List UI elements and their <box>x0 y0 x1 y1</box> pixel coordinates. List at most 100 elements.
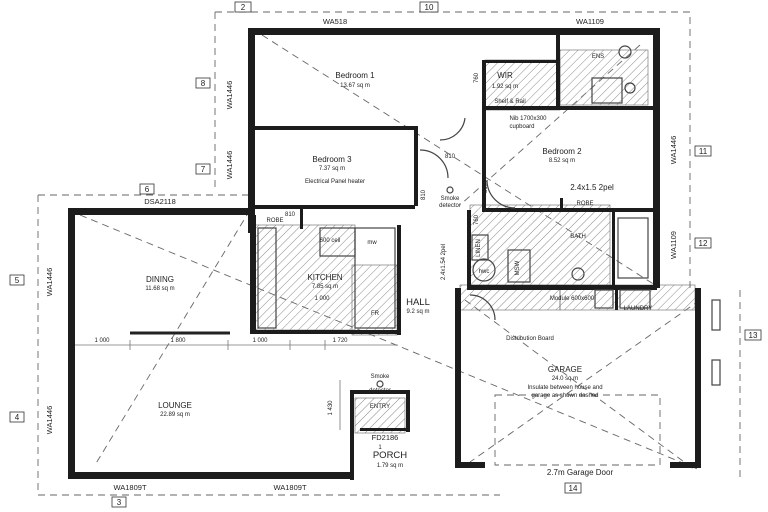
grid-tag-12: 12 <box>694 237 712 249</box>
bedroom2-name: Bedroom 2 <box>542 147 582 156</box>
grid-tag-4: 4 <box>9 411 25 423</box>
bedroom3-area: 7.37 sq m <box>319 166 345 172</box>
kitchen-area: 7.85 sq m <box>312 284 338 290</box>
robe-label-1: ROBE <box>266 218 283 224</box>
svg-text:13: 13 <box>749 331 758 340</box>
linen-label: LINEN <box>476 239 482 257</box>
dining-area: 11.68 sq m <box>145 286 174 292</box>
svg-text:2: 2 <box>241 3 246 12</box>
door-810-d: 810 <box>445 154 456 160</box>
grid-tag-10: 10 <box>419 1 439 13</box>
room-labels: Bedroom 1 13.67 sq m Bedroom 3 7.37 sq m… <box>145 54 652 469</box>
walls <box>68 28 701 480</box>
svg-text:4: 4 <box>15 413 20 422</box>
ceiling-label: 600 ceil <box>320 238 341 244</box>
robe-label-2: ROBE <box>576 201 593 207</box>
hall-name: HALL <box>406 297 430 308</box>
window-wa1446-b: WA1446 <box>225 151 234 180</box>
window-wa1446-c: WA1446 <box>45 268 54 297</box>
nib-label: Nib 1700x300 <box>509 116 547 122</box>
window-pel: 2.4x1.5 2pel <box>570 183 614 192</box>
garage-area: 24.0 sq m <box>552 376 578 382</box>
bath-name: BATH <box>570 234 586 240</box>
smoke-detector-1-line1: Smoke <box>441 196 460 202</box>
grid-tag-13: 13 <box>744 329 762 341</box>
dining-name: DINING <box>146 275 174 284</box>
window-pel-vertical: 2.4x1.54 2pel <box>441 244 447 280</box>
door-810-c: 810 <box>483 182 489 193</box>
bedroom3-note: Electrical Panel heater <box>305 179 365 185</box>
porch-name: PORCH <box>373 450 407 461</box>
step-number: 1 <box>378 445 382 451</box>
bedroom1-area: 13.67 sq m <box>340 83 370 89</box>
grid-tag-7: 7 <box>195 163 211 175</box>
garage-note-1: Insulate between house and <box>527 385 602 391</box>
window-wa1809t-b: WA1809T <box>273 483 306 492</box>
svg-text:6: 6 <box>145 185 150 194</box>
dim-1000-kitchen: 1 000 <box>314 296 330 302</box>
door-810-b: 810 <box>421 189 427 200</box>
laundry-name: LAUNDRY <box>624 306 653 312</box>
window-wa1809t-a: WA1809T <box>113 483 146 492</box>
dim-1430: 1 430 <box>328 400 334 416</box>
garage-note-2: garage as shown dashed <box>531 393 598 399</box>
kitchen-name: KITCHEN <box>307 273 342 282</box>
door-760-a: 760 <box>474 72 480 83</box>
svg-text:8: 8 <box>201 79 206 88</box>
porch-area: 1.79 sq m <box>377 463 403 469</box>
wir-name: WIR <box>497 71 513 80</box>
svg-text:12: 12 <box>699 239 708 248</box>
dim-1000-a: 1 000 <box>94 338 110 344</box>
cupboard-label: cupboard <box>509 124 534 130</box>
door-760-b: 760 <box>474 214 480 225</box>
hwc-label: hwc <box>479 269 490 275</box>
grid-tag-3: 3 <box>111 496 127 508</box>
svg-text:7: 7 <box>201 165 206 174</box>
annotation-labels: WA518 WA1109 WA1446 WA1446 WA1446 WA1446… <box>45 17 678 492</box>
smoke-detector-2-line1: Smoke <box>371 374 390 380</box>
ens-name: ENS <box>592 54 604 60</box>
dim-1720: 1 720 <box>332 338 348 344</box>
grid-tag-5: 5 <box>9 274 25 286</box>
svg-text:11: 11 <box>699 147 708 156</box>
entry-name: ENTRY <box>370 404 390 410</box>
grid-tag-2: 2 <box>234 1 252 13</box>
svg-text:10: 10 <box>425 3 434 12</box>
window-wa1109-side: WA1109 <box>669 231 678 259</box>
window-wa1446-a: WA1446 <box>225 81 234 110</box>
bedroom2-area: 8.52 sq m <box>549 158 575 164</box>
smoke-detector-2-line2: detector <box>369 388 391 394</box>
grid-tag-8: 8 <box>195 77 211 89</box>
wir-note: Shelf & Rail <box>494 99 525 105</box>
dim-1800: 1 800 <box>170 338 186 344</box>
grid-tag-11: 11 <box>694 145 712 157</box>
window-wa1446-d: WA1446 <box>45 406 54 435</box>
bedroom1-name: Bedroom 1 <box>335 71 375 80</box>
lounge-name: LOUNGE <box>158 401 192 410</box>
svg-text:14: 14 <box>569 484 578 493</box>
microwave-label: mw <box>367 240 377 246</box>
distribution-board: Distribution Board <box>506 336 554 342</box>
grid-tag-14: 14 <box>564 482 582 494</box>
svg-text:5: 5 <box>15 276 20 285</box>
bedroom3-name: Bedroom 3 <box>312 155 352 164</box>
module-label: Module 600x600 <box>550 296 595 302</box>
window-wa1446-e: WA1446 <box>669 136 678 165</box>
grid-tag-6: 6 <box>139 183 155 195</box>
door-810-a: 810 <box>285 212 296 218</box>
window-wa518: WA518 <box>323 17 347 26</box>
window-wa1109: WA1109 <box>576 17 604 26</box>
lounge-area: 22.89 sq m <box>160 412 190 418</box>
fridge-label: FR <box>371 311 380 317</box>
garage-name: GARAGE <box>548 365 582 374</box>
boundary-lines <box>37 11 741 496</box>
fixtures <box>75 45 721 466</box>
hall-area: 9.2 sq m <box>406 309 429 315</box>
svg-text:3: 3 <box>117 498 122 507</box>
wir-area: 1.92 sq m <box>492 84 518 90</box>
dim-1000-b: 1 000 <box>252 338 268 344</box>
smoke-detector-1-line2: detector <box>439 203 461 209</box>
garage-door-label: 2.7m Garage Door <box>547 468 614 477</box>
msw-label: MSW <box>515 260 521 275</box>
